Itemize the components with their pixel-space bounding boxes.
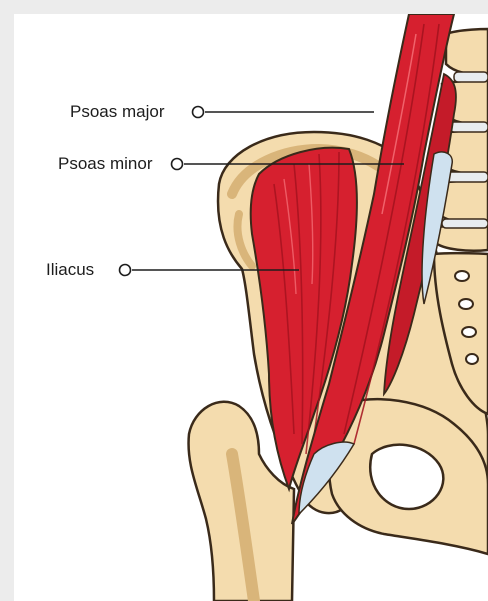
sacral-foramen [466,354,478,364]
iliacus-pointer [120,265,131,276]
sacral-foramen [455,271,469,281]
iliacus-label: Iliacus [46,260,94,280]
sacral-foramen [462,327,476,337]
psoas-minor-pointer [172,159,183,170]
psoas-minor-label: Psoas minor [58,154,152,174]
sacral-foramen [459,299,473,309]
psoas-major-pointer [193,107,204,118]
psoas-major-label: Psoas major [70,102,164,122]
anatomy-illustration-frame: Psoas major Psoas minor Iliacus [14,14,488,601]
